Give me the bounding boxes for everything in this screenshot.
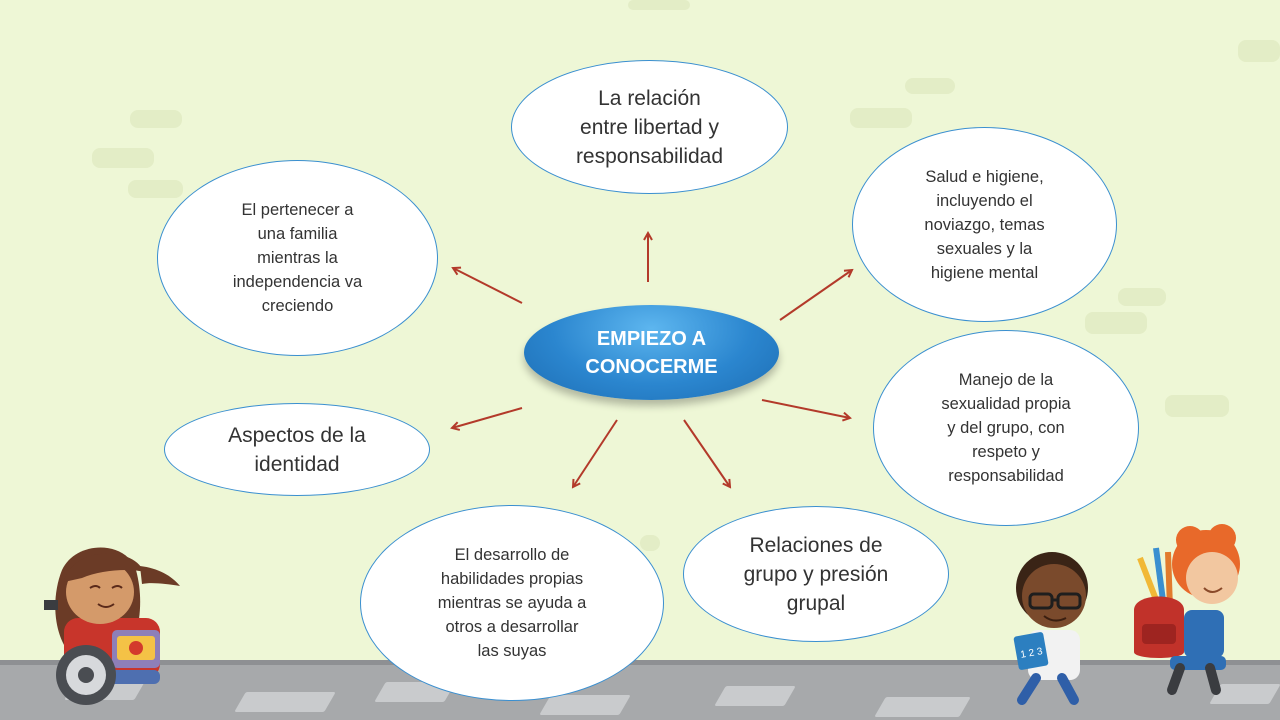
bubble-bottom-left-text: El desarrollo de habilidades propias mie…: [437, 546, 587, 660]
bubble-mid-left-text: Aspectos de la identidad: [228, 423, 366, 476]
bubble-top-text: La relación entre libertad y responsabil…: [575, 86, 724, 168]
arrow-to-mid-left: [452, 407, 523, 428]
background-brick: [628, 0, 690, 10]
arrow-to-bottom-left: [573, 419, 618, 487]
bubble-bottom-right: Relaciones de grupo y presión grupal: [683, 506, 949, 642]
bubble-bottom-right-text: Relaciones de grupo y presión grupal: [743, 533, 889, 615]
arrow-to-upper-right: [779, 270, 852, 321]
girl-wheelchair-illustration: [44, 547, 180, 705]
background-brick: [1118, 288, 1166, 306]
bubble-upper-left: El pertenecer a una familia mientras la …: [157, 160, 438, 356]
center-node-label: EMPIEZO A CONOCERME: [585, 327, 718, 378]
background-brick: [850, 108, 912, 128]
boy-with-glasses-illustration: 1 2 3: [1013, 552, 1088, 705]
bubble-mid-right-text: Manejo de la sexualidad propia y del gru…: [941, 371, 1071, 485]
bubble-top: La relación entre libertad y responsabil…: [511, 60, 788, 194]
arrow-to-bottom-right: [683, 419, 730, 487]
boy-with-backpack-illustration: [1134, 524, 1240, 695]
background-brick: [640, 535, 660, 551]
bubble-mid-left: Aspectos de la identidad: [164, 403, 430, 496]
background-brick: [905, 78, 955, 94]
sidewalk-curb: [0, 660, 1280, 668]
book-label: 1 2 3: [1020, 646, 1044, 661]
bubble-upper-right: Salud e higiene, incluyendo el noviazgo,…: [852, 127, 1117, 322]
background-brick: [128, 180, 183, 198]
bubble-upper-right-text: Salud e higiene, incluyendo el noviazgo,…: [924, 167, 1045, 282]
background-brick: [92, 148, 154, 168]
background-brick: [1165, 395, 1229, 417]
center-node: EMPIEZO A CONOCERME: [524, 305, 779, 400]
background-brick: [1238, 40, 1280, 62]
bubble-mid-right: Manejo de la sexualidad propia y del gru…: [873, 330, 1139, 526]
background-brick: [1085, 312, 1147, 334]
background-brick: [130, 110, 182, 128]
arrow-to-mid-right: [761, 399, 850, 418]
bubble-bottom-left: El desarrollo de habilidades propias mie…: [360, 505, 664, 701]
bubble-upper-left-text: El pertenecer a una familia mientras la …: [232, 201, 363, 315]
arrow-to-upper-left: [453, 268, 523, 304]
